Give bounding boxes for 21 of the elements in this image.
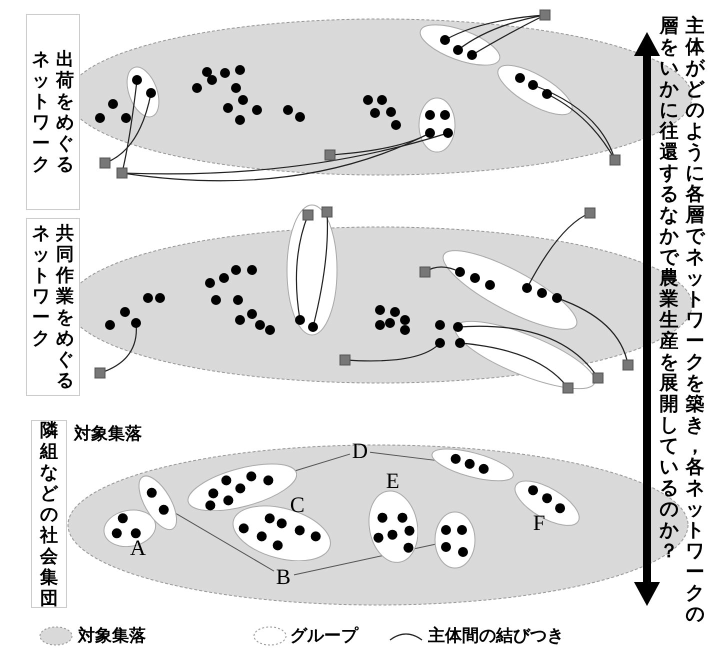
layer-label-box: 隣組などの社会集団	[31, 420, 67, 608]
leader-line	[176, 513, 274, 572]
village-heading: 対象集落	[74, 423, 142, 445]
group-ellipse	[368, 490, 418, 564]
group-label: F	[533, 512, 546, 534]
legend-text: 主体間の結びつき	[428, 625, 564, 647]
leader-line	[370, 452, 436, 461]
group-ellipse	[431, 448, 515, 482]
group-label: A	[130, 537, 146, 559]
group-label: B	[276, 566, 291, 588]
leader-line	[294, 454, 350, 472]
group-label: E	[386, 470, 400, 492]
group-ellipse	[434, 511, 476, 569]
group-label: C	[290, 494, 305, 516]
question-text: 主体がどのように各層でネットワークを築き，各ネットワークの層をいかに往還するなかで農業生産を展開しているのか？	[658, 16, 706, 625]
layer-label-box: 出荷をめぐるネットワーク	[26, 14, 80, 210]
legend-text: グループ	[290, 625, 358, 647]
legend-text: 対象集落	[78, 625, 146, 647]
group-label: D	[352, 440, 368, 462]
group-ellipse	[138, 475, 178, 531]
layer-label-box: 共同作業をめぐるネットワーク	[26, 218, 80, 396]
